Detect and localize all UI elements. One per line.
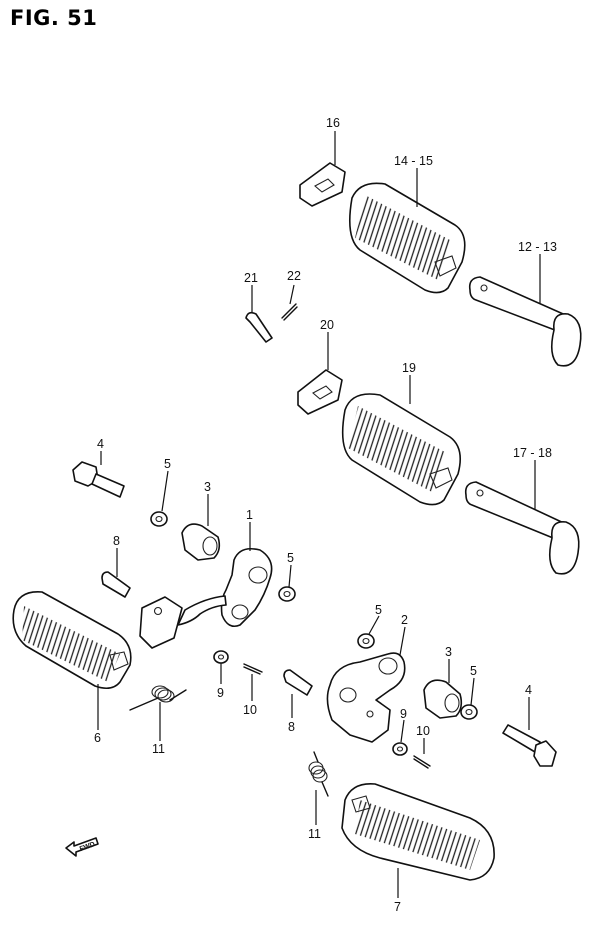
- bolt-4-right: [502, 724, 557, 767]
- label-19: 19: [402, 361, 416, 375]
- label-5-left-top: 5: [164, 457, 171, 471]
- clevis-pin-8-right: [283, 669, 313, 696]
- spring-11-left: [129, 685, 187, 711]
- label-14-15: 14 - 15: [394, 154, 433, 168]
- washer-5-left-top: [150, 511, 168, 527]
- bushing-3-right: [423, 679, 463, 719]
- label-8-right: 8: [288, 720, 295, 734]
- footrest-rubber-7: [341, 783, 495, 881]
- washer-9-right: [392, 742, 408, 756]
- label-1: 1: [246, 508, 253, 522]
- cotter-pin-21: [245, 311, 273, 343]
- label-5-left-right: 5: [287, 551, 294, 565]
- label-21: 21: [244, 271, 258, 285]
- cotter-pin-10-left: [243, 663, 263, 675]
- label-17-18: 17 - 18: [513, 446, 552, 460]
- clevis-pin-8-left: [101, 571, 131, 598]
- label-3-left: 3: [204, 480, 211, 494]
- washer-5-right-top: [357, 633, 375, 649]
- label-4-left: 4: [97, 437, 104, 451]
- label-10-left: 10: [243, 703, 257, 717]
- part-number-labels: 16 14 - 15 12 - 13 21 22 20 19 17 - 18 4…: [94, 116, 557, 914]
- washer-5-right-right: [460, 704, 478, 720]
- rubber-plate-16: [299, 162, 346, 207]
- washer-5-left-right: [278, 586, 296, 602]
- label-9-left: 9: [217, 686, 224, 700]
- footrest-bracket-2: [326, 652, 406, 743]
- footrest-pin-17-18: [464, 481, 580, 575]
- label-4-right: 4: [525, 683, 532, 697]
- label-5-right-top: 5: [375, 603, 382, 617]
- label-6: 6: [94, 731, 101, 745]
- label-3-right: 3: [445, 645, 452, 659]
- cotter-pin-22: [281, 303, 298, 321]
- label-20: 20: [320, 318, 334, 332]
- label-9-right: 9: [400, 707, 407, 721]
- label-2: 2: [401, 613, 408, 627]
- label-7: 7: [394, 900, 401, 914]
- label-8-left: 8: [113, 534, 120, 548]
- footrest-rubber-19: [341, 393, 461, 506]
- footrest-pin-12-13: [468, 276, 582, 367]
- label-11-left: 11: [152, 742, 165, 756]
- label-16: 16: [326, 116, 340, 130]
- leader-lines: [97, 131, 541, 898]
- bushing-3-left: [181, 523, 221, 561]
- figure-title: FIG. 51: [10, 6, 98, 30]
- washer-9-left: [213, 650, 229, 664]
- footrest-bracket-1: [139, 547, 273, 649]
- rubber-plate-20: [297, 369, 343, 415]
- spring-11-right: [308, 751, 329, 797]
- forward-direction-arrow-icon: FWD: [65, 837, 99, 857]
- bolt-4-left: [72, 461, 125, 498]
- footrest-rubber-6: [12, 591, 132, 690]
- label-22: 22: [287, 269, 301, 283]
- cotter-pin-10-right: [413, 755, 431, 769]
- label-11-right: 11: [308, 827, 321, 841]
- label-12-13: 12 - 13: [518, 240, 557, 254]
- label-5-right-right: 5: [470, 664, 477, 678]
- footrest-rubber-14-15: [349, 182, 466, 294]
- label-10-right: 10: [416, 724, 430, 738]
